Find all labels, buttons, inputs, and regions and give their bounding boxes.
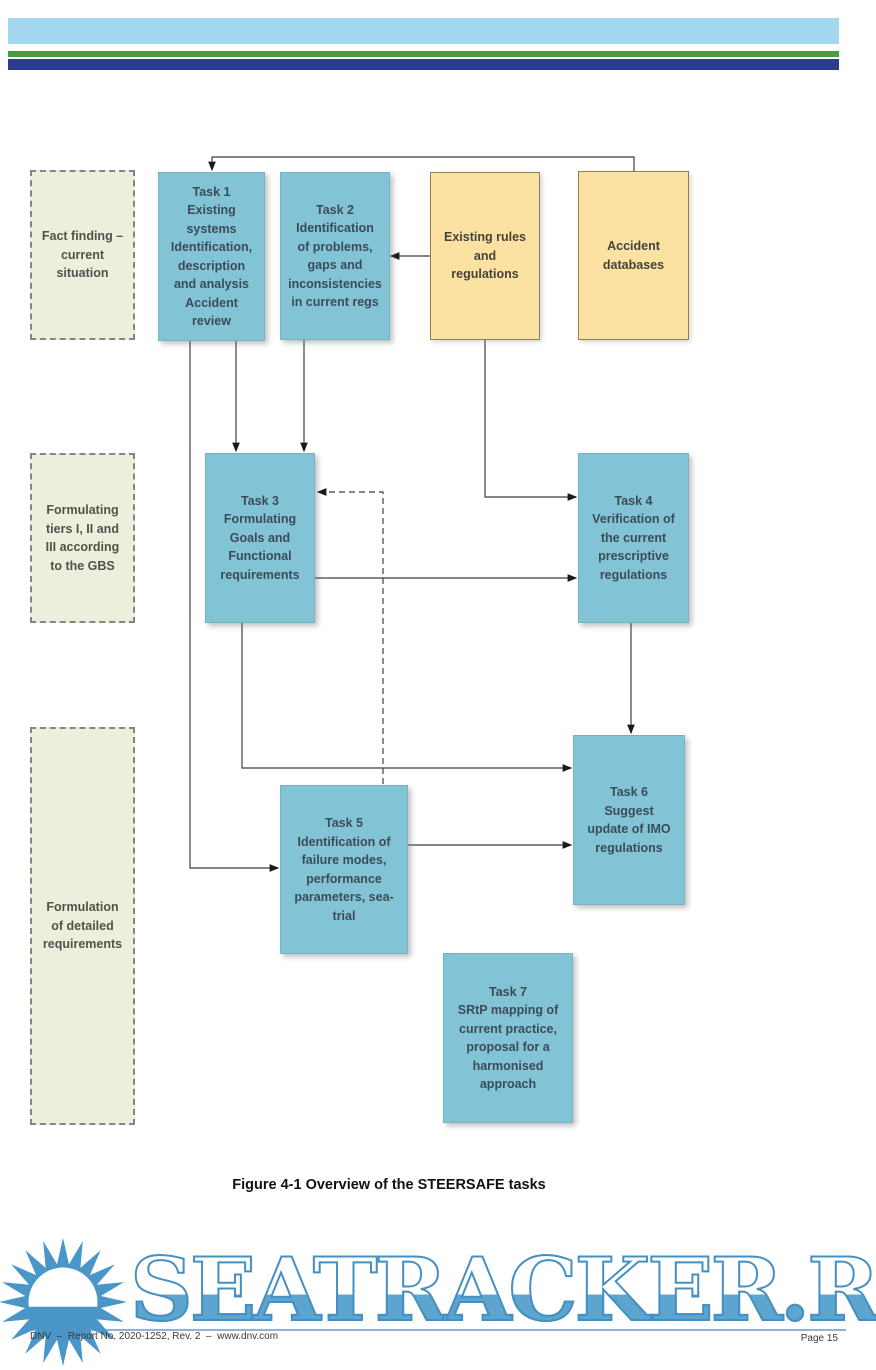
task3-label: Task 3 Formulating Goals and Functional … <box>220 493 300 582</box>
task4-box: Task 4 Verification of the current presc… <box>578 453 689 623</box>
task1-label: Task 1 Existing systems Identification, … <box>170 184 253 329</box>
phase-detailed-requirements: Formulation of detailed requirements <box>30 727 135 1125</box>
phase-label: Formulation of detailed requirements <box>42 900 123 952</box>
connector-task5-to-task3-feedback <box>316 488 384 784</box>
task3-box: Task 3 Formulating Goals and Functional … <box>205 453 315 623</box>
accident-databases-box: Accident databases <box>578 171 689 340</box>
footer-rule <box>30 1329 846 1331</box>
task5-label: Task 5 Identification of failure modes, … <box>294 816 394 923</box>
phase-label: Fact finding – current situation <box>41 229 124 281</box>
phase-label: Formulating tiers I, II and III accordin… <box>45 503 120 573</box>
phase-fact-finding: Fact finding – current situation <box>30 170 135 340</box>
task2-box: Task 2 Identification of problems, gaps … <box>280 172 390 340</box>
task6-label: Task 6 Suggest update of IMO regulations <box>587 785 671 855</box>
header-bar-navy <box>8 59 839 70</box>
header-bar-lightblue <box>8 18 839 44</box>
task4-label: Task 4 Verification of the current presc… <box>592 493 675 582</box>
task7-box: Task 7 SRtP mapping of current practice,… <box>443 953 573 1123</box>
connector-task1-to-task5 <box>189 341 280 872</box>
task2-label: Task 2 Identification of problems, gaps … <box>288 202 382 310</box>
footer-report-info: DNV – Report No. 2020-1252, Rev. 2 – www… <box>30 1331 279 1342</box>
header-bar-green <box>8 51 839 57</box>
connector-accidentdb-to-task1 <box>208 156 635 172</box>
connector-task3-to-task6 <box>241 623 573 772</box>
phase-formulating-tiers: Formulating tiers I, II and III accordin… <box>30 453 135 623</box>
connector-rules-to-task4 <box>484 340 578 501</box>
task1-box: Task 1 Existing systems Identification, … <box>158 172 265 341</box>
task6-box: Task 6 Suggest update of IMO regulations <box>573 735 685 905</box>
figure-caption: Figure 4-1 Overview of the STEERSAFE tas… <box>232 1177 546 1193</box>
existing-rules-label: Existing rules and regulations <box>444 230 526 282</box>
accident-databases-label: Accident databases <box>602 239 665 272</box>
task7-label: Task 7 SRtP mapping of current practice,… <box>457 984 559 1092</box>
footer-page-number: Page 15 <box>800 1333 838 1344</box>
existing-rules-box: Existing rules and regulations <box>430 172 540 340</box>
task5-box: Task 5 Identification of failure modes, … <box>280 785 408 954</box>
